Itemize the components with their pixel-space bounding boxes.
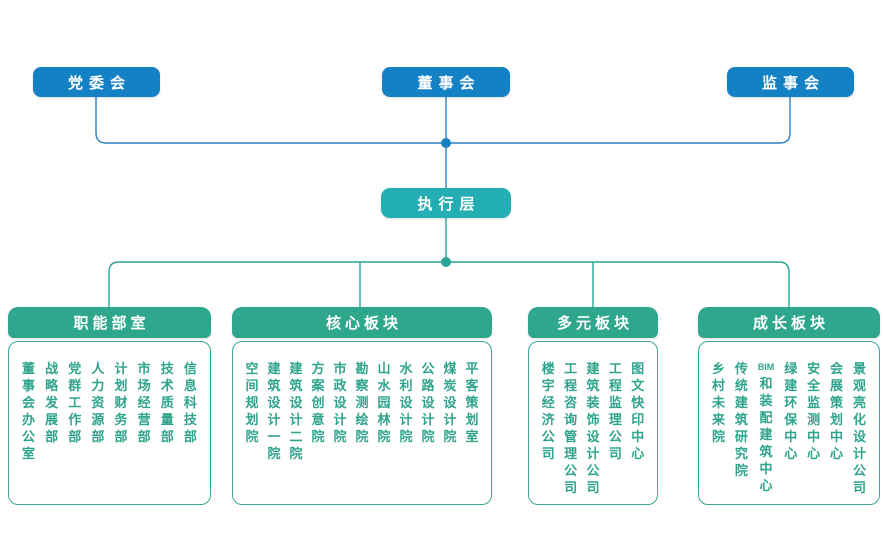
department-column: 市场经营部 [137, 361, 151, 444]
department-column: 山水园林院 [377, 361, 391, 444]
teal-connectors [108, 218, 790, 308]
group-header: 职能部室 [8, 307, 211, 338]
department-column: 空间规划院 [245, 361, 259, 444]
department-column: 计划财务部 [114, 361, 128, 444]
department-column: 绿建环保中心 [784, 361, 798, 461]
department-column: 工程咨询管理公司 [564, 361, 578, 495]
department-column: 技术质量部 [160, 361, 174, 444]
department-column: 方案创意院 [311, 361, 325, 444]
department-column: 党群工作部 [68, 361, 82, 444]
department-column: 平客策划室 [465, 361, 479, 444]
department-column: 楼宇经济公司 [541, 361, 555, 461]
department-column: 会展策划中心 [830, 361, 844, 461]
group-department-list: 空间规划院建筑设计一院建筑设计二院方案创意院市政设计院勘察测绘院山水园林院水利设… [232, 341, 492, 505]
department-column: 水利设计院 [399, 361, 413, 444]
department-column: 信息科技部 [183, 361, 197, 444]
department-column: 乡村未来院 [711, 361, 725, 444]
department-column: 市政设计院 [333, 361, 347, 444]
node-party-committee: 党委会 [33, 67, 160, 97]
department-column: 建筑设计二院 [289, 361, 303, 461]
group-header: 核心板块 [232, 307, 492, 338]
department-column: 建筑设计一院 [267, 361, 281, 461]
department-column: 传统建筑研究院 [734, 361, 748, 478]
department-column: 勘察测绘院 [355, 361, 369, 444]
group-core-sector: 核心板块 空间规划院建筑设计一院建筑设计二院方案创意院市政设计院勘察测绘院山水园… [232, 307, 492, 505]
group-functional-departments: 职能部室 董事会办公室战略发展部党群工作部人力资源部计划财务部市场经营部技术质量… [8, 307, 211, 505]
department-column: 图文快印中心 [631, 361, 645, 461]
department-column: 安全监测中心 [807, 361, 821, 461]
department-column: 董事会办公室 [22, 361, 36, 461]
group-department-list: 楼宇经济公司工程咨询管理公司建筑装饰设计公司工程监理公司图文快印中心 [528, 341, 658, 505]
department-column: 公路设计院 [421, 361, 435, 444]
department-column: 工程监理公司 [608, 361, 622, 461]
department-column: 煤炭设计院 [443, 361, 457, 444]
teal-junction-dot [441, 257, 451, 267]
node-executive-layer: 执行层 [381, 188, 511, 218]
group-header: 多元板块 [528, 307, 658, 338]
department-column: 人力资源部 [91, 361, 105, 444]
group-header: 成长板块 [698, 307, 880, 338]
department-column: 景观亮化设计公司 [852, 361, 866, 495]
node-supervisory-board: 监事会 [727, 67, 854, 97]
blue-junction-dot [441, 138, 451, 148]
department-column: 战略发展部 [45, 361, 59, 444]
group-diversified-sector: 多元板块 楼宇经济公司工程咨询管理公司建筑装饰设计公司工程监理公司图文快印中心 [528, 307, 658, 505]
group-department-list: 董事会办公室战略发展部党群工作部人力资源部计划财务部市场经营部技术质量部信息科技… [8, 341, 211, 505]
node-board-of-directors: 董事会 [382, 67, 510, 97]
department-column: 建筑装饰设计公司 [586, 361, 600, 495]
blue-connectors [95, 97, 791, 188]
